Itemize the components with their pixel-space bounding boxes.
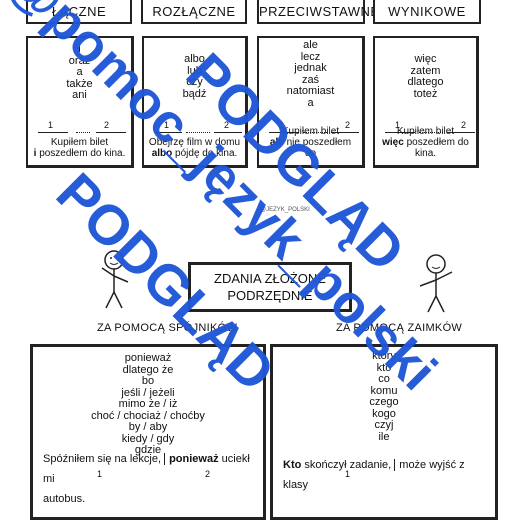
left-section-label: ZA POMOCĄ SPÓJNIKÓW (97, 322, 238, 334)
stick-figure-left (101, 250, 129, 309)
example-sentence: Kto skończył zadanie, może wyjść z klasy (283, 459, 465, 491)
author-handle: @JEZYK_POLSKI (260, 207, 310, 213)
stick-figure-right (419, 254, 453, 313)
header-rozlaczne: ROZŁĄCZNE (141, 0, 247, 24)
header-wynikowe: WYNIKOWE (373, 0, 481, 24)
header-przeciwstawne: PRZECIWSTAWNE (257, 0, 379, 24)
right-section-label: ZA POMOCĄ ZAIMKÓW (336, 322, 463, 334)
example-sentence: Spóźniłem się na lekcje, ponieważ uciekł… (43, 453, 250, 505)
header-laczne: ŁĄCZNE (26, 0, 132, 24)
